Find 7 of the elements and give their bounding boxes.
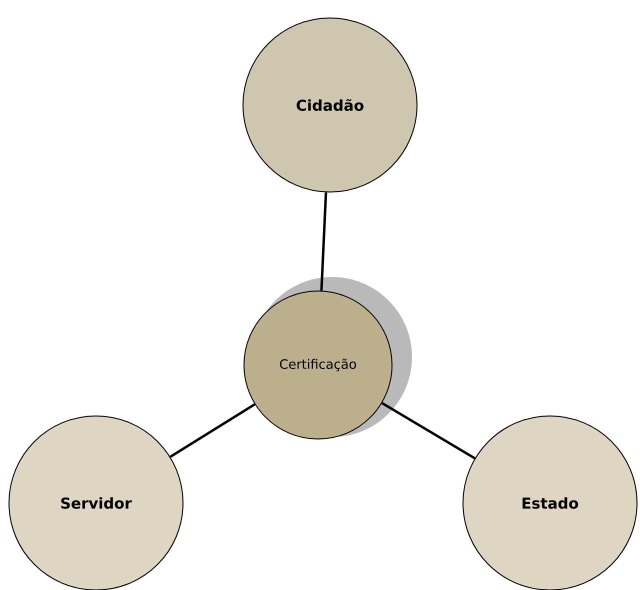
circle-node: Estado <box>462 416 638 590</box>
circle-node: Certificação <box>244 290 392 440</box>
connector-line <box>170 403 256 458</box>
connector-line <box>381 402 476 460</box>
connector-line <box>320 192 328 291</box>
circle-node: Servidor <box>8 416 184 590</box>
circle-node: Cidadão <box>242 18 418 192</box>
